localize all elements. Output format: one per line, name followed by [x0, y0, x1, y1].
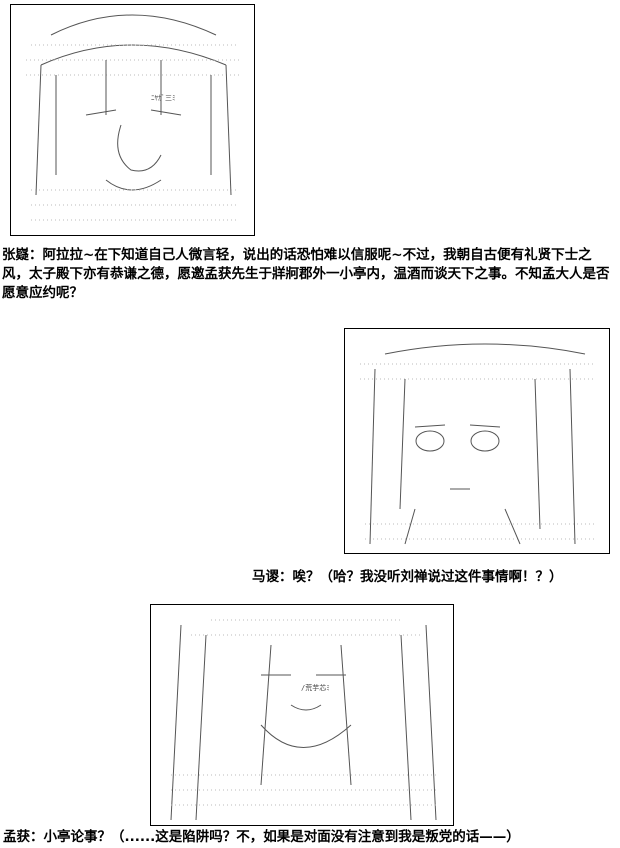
long-hair-girl-ascii-art: /荒芋芯ﾐ [170, 619, 437, 821]
ascii-art-panel-3: /荒芋芯ﾐ [150, 604, 454, 826]
art-text-3: /荒芋芯ﾐ [301, 683, 330, 692]
surprised-girl-ascii-art [360, 343, 595, 545]
ascii-art-panel-1: ﾆﾔｶﾞ三ﾐ [10, 4, 255, 236]
art-text-1: ﾆﾔｶﾞ三ﾐ [151, 94, 176, 102]
caption-zhangni: 张嶷：阿拉拉~在下知道自己人微言轻，说出的话恐怕难以信服呢~不过，我朝自古便有礼… [2, 247, 610, 301]
caption-masu: 马谡：唉？（哈？我没听刘禅说过这件事情啊！？） [252, 569, 563, 585]
ascii-art-panel-2 [344, 328, 610, 554]
caption-menghuo: 孟获：小亭论事？（......这是陷阱吗？不，如果是对面没有注意到我是叛党的话—… [3, 829, 520, 845]
girl-ascii-art: ﾆﾔｶﾞ三ﾐ [26, 14, 241, 221]
